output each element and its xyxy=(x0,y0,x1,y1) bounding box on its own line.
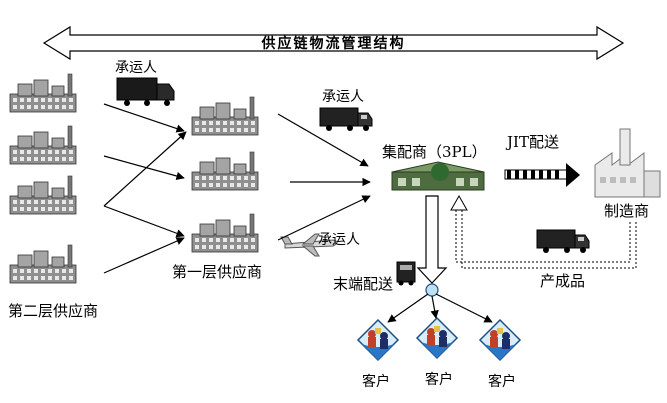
tier1-label: 第一层供应商 xyxy=(172,263,263,281)
banner-title: 供应链物流管理结构 xyxy=(261,36,406,52)
consolidator-hub-icon xyxy=(391,161,485,191)
last-mile-arrow xyxy=(416,195,448,284)
tier2-to-tier1-arrows xyxy=(103,103,187,274)
customer-icon-2 xyxy=(416,317,458,359)
customer-label-2: 客户 xyxy=(425,372,453,388)
jit-label: JIT配送 xyxy=(507,133,559,151)
customer-label-3: 客户 xyxy=(488,374,516,390)
product-return-arrowhead xyxy=(450,194,468,211)
tier2-label: 第二层供应商 xyxy=(8,302,99,320)
product-label: 产成品 xyxy=(540,272,586,290)
consolidator-label: 集配商（3PL） xyxy=(382,143,487,161)
carrier-mid-label: 承运人 xyxy=(322,89,364,105)
product-return-arrow xyxy=(455,210,637,269)
banner-double-arrow xyxy=(42,25,625,61)
tier1-factory-icon-2 xyxy=(191,151,259,191)
customer-icon-3 xyxy=(479,319,521,361)
customer-icon-1 xyxy=(357,319,399,361)
product-truck-icon xyxy=(536,229,590,254)
jit-delivery-arrow xyxy=(504,163,580,187)
carrier-top-label: 承运人 xyxy=(115,60,157,76)
tier2-factory-icon-3 xyxy=(9,175,77,215)
delivery-truck-icon xyxy=(396,261,416,286)
tier2-factory-icon-4 xyxy=(9,244,77,284)
airplane-icon xyxy=(280,233,338,257)
carrier-air-label: 承运人 xyxy=(318,232,360,248)
carrier-truck-icon xyxy=(116,77,175,106)
tier2-factory-icon-1 xyxy=(9,73,77,113)
tier1-factory-icon-3 xyxy=(191,213,259,253)
tier1-factory-icon-1 xyxy=(191,96,259,136)
tier2-factory-icon-2 xyxy=(9,125,77,165)
tier1-to-consolidator-arrows xyxy=(277,113,371,241)
manufacturer-label: 制造商 xyxy=(604,202,650,220)
manufacturer-plant-icon xyxy=(594,128,661,198)
last-mile-label: 末端配送 xyxy=(333,275,394,293)
node-to-customer-arrows xyxy=(387,293,493,323)
customer-label-1: 客户 xyxy=(362,374,390,390)
carrier-mid-truck-icon xyxy=(319,107,373,132)
